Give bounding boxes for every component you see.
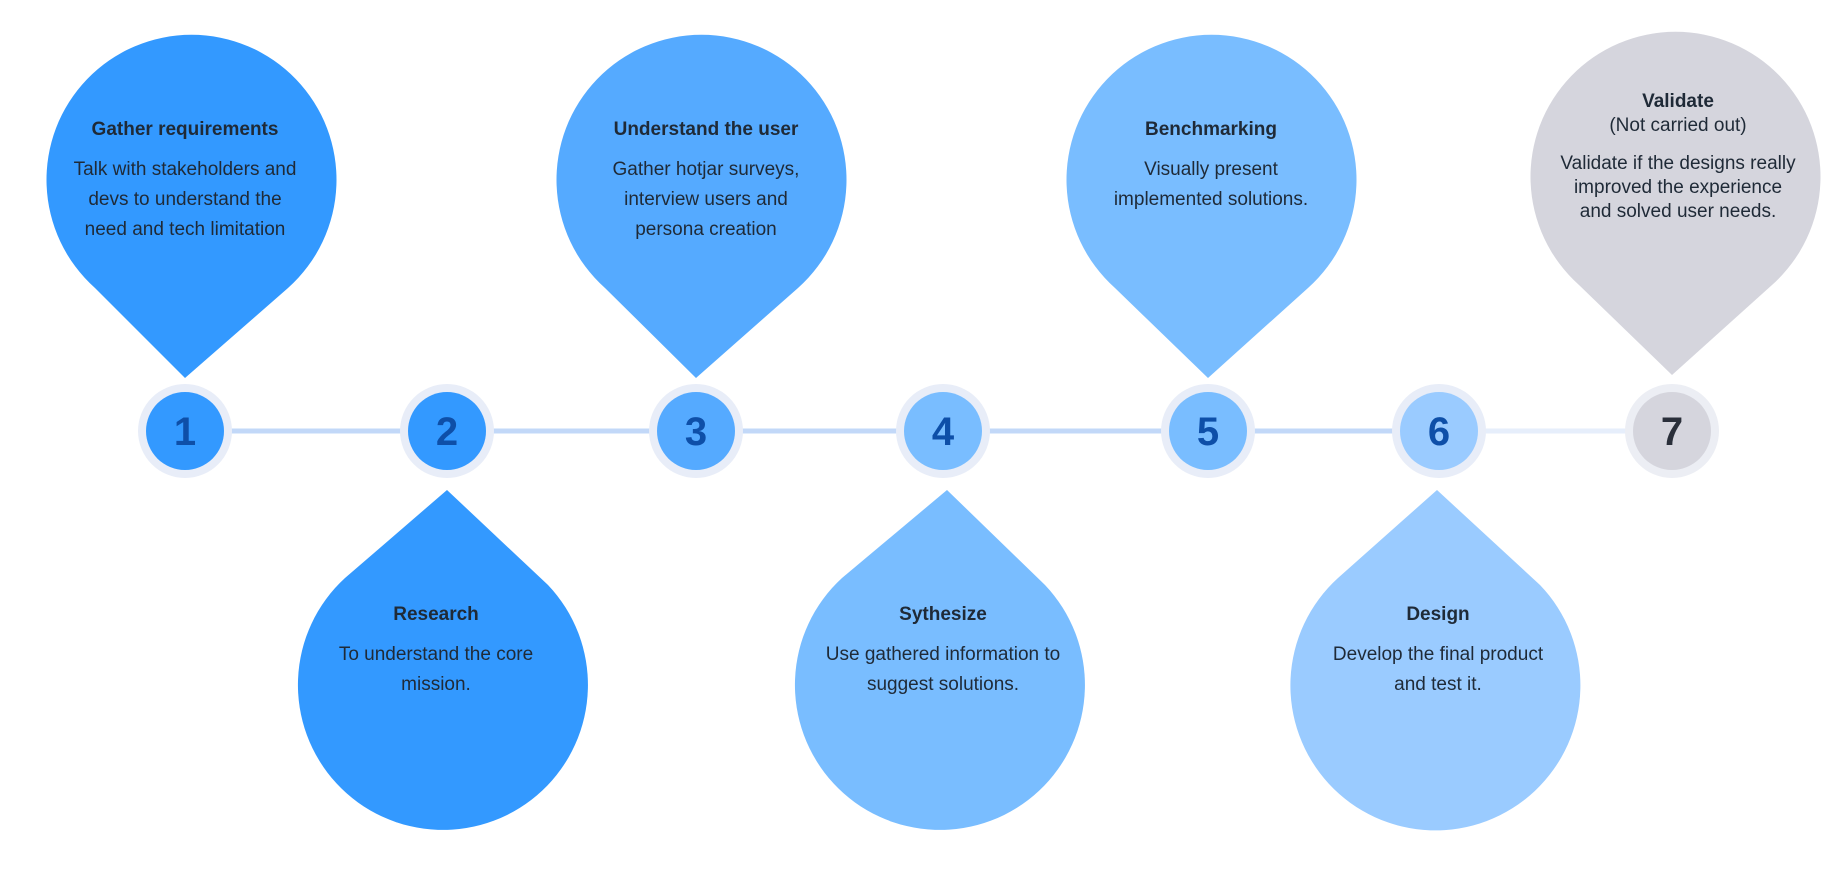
drop-step-2 [297, 490, 588, 830]
step-1-text: Gather requirements Talk with stakeholde… [67, 115, 303, 245]
node-step-5: 5 [1161, 384, 1255, 478]
node-number-1: 1 [174, 410, 196, 454]
step-6-text: Design Develop the final product and tes… [1320, 600, 1556, 700]
node-step-7: 7 [1625, 384, 1719, 478]
step-description: Talk with stakeholders and devs to under… [73, 159, 297, 240]
node-number-3: 3 [685, 410, 707, 454]
node-step-4: 4 [896, 384, 990, 478]
step-title: Validate [1642, 91, 1714, 112]
step-7-text: Validate (Not carried out) Validate if t… [1560, 90, 1796, 224]
drop-step-6 [1290, 490, 1581, 831]
step-title: Sythesize [899, 604, 987, 625]
node-step-6: 6 [1392, 384, 1486, 478]
drop-step-3 [556, 34, 847, 378]
step-description: Validate if the designs really improved … [1560, 153, 1796, 222]
step-description: Use gathered information to suggest solu… [825, 644, 1061, 695]
node-step-3: 3 [649, 384, 743, 478]
step-5-text: Benchmarking Visually present implemente… [1093, 115, 1329, 215]
node-step-2: 2 [400, 384, 494, 478]
step-title: Research [393, 604, 479, 625]
step-description: Develop the final product and test it. [1332, 644, 1544, 695]
drop-step-5 [1066, 34, 1357, 378]
step-title: Gather requirements [91, 119, 279, 140]
step-subtitle: (Not carried out) [1609, 115, 1747, 136]
step-description: To understand the core mission. [338, 644, 534, 695]
node-number-2: 2 [436, 410, 458, 454]
step-3-text: Understand the user Gather hotjar survey… [588, 115, 824, 245]
node-number-7: 7 [1661, 410, 1683, 454]
step-title: Understand the user [613, 119, 799, 140]
drop-step-4 [794, 490, 1085, 830]
node-number-6: 6 [1428, 410, 1450, 454]
node-number-4: 4 [932, 410, 955, 454]
drop-step-1 [46, 34, 337, 378]
step-2-text: Research To understand the core mission. [318, 600, 554, 700]
node-step-1: 1 [138, 384, 232, 478]
step-title: Benchmarking [1145, 119, 1277, 140]
node-number-5: 5 [1197, 410, 1219, 454]
step-description: Visually present implemented solutions. [1113, 159, 1309, 210]
step-4-text: Sythesize Use gathered information to su… [825, 600, 1061, 700]
drop-step-7 [1530, 31, 1821, 375]
step-title: Design [1406, 604, 1470, 625]
step-description: Gather hotjar surveys, interview users a… [612, 159, 800, 240]
